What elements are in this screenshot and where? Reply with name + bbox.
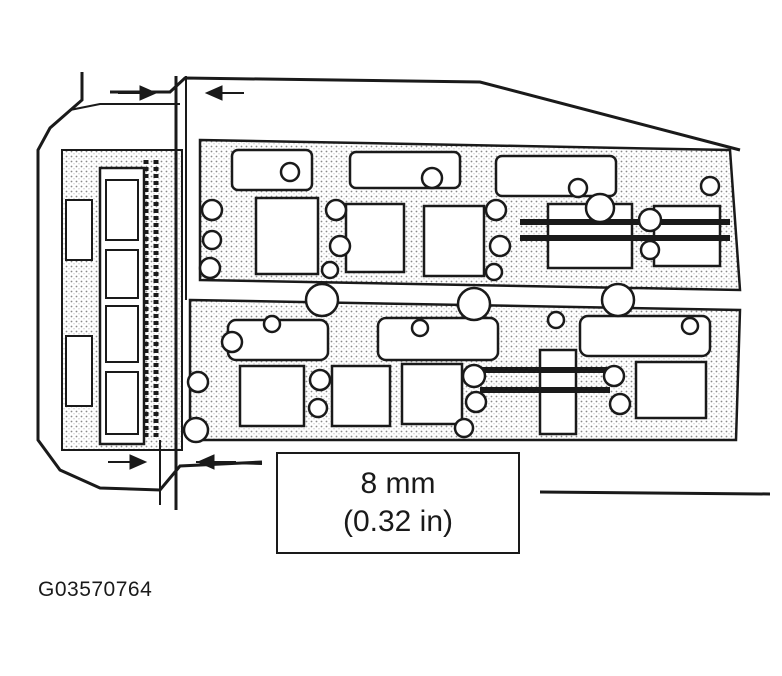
measurement-mm: 8 mm <box>360 467 436 500</box>
bearing-cap-bolts <box>182 161 721 444</box>
reference-line <box>159 76 187 510</box>
measurement-callout: 8 mm (0.32 in) <box>276 452 520 554</box>
dimension-arrow-top <box>118 85 244 101</box>
dimension-arrow-bottom <box>108 454 236 470</box>
figure-id: G03570764 <box>38 578 153 601</box>
timing-chain-area <box>61 149 183 451</box>
measurement-in: (0.32 in) <box>342 505 454 538</box>
